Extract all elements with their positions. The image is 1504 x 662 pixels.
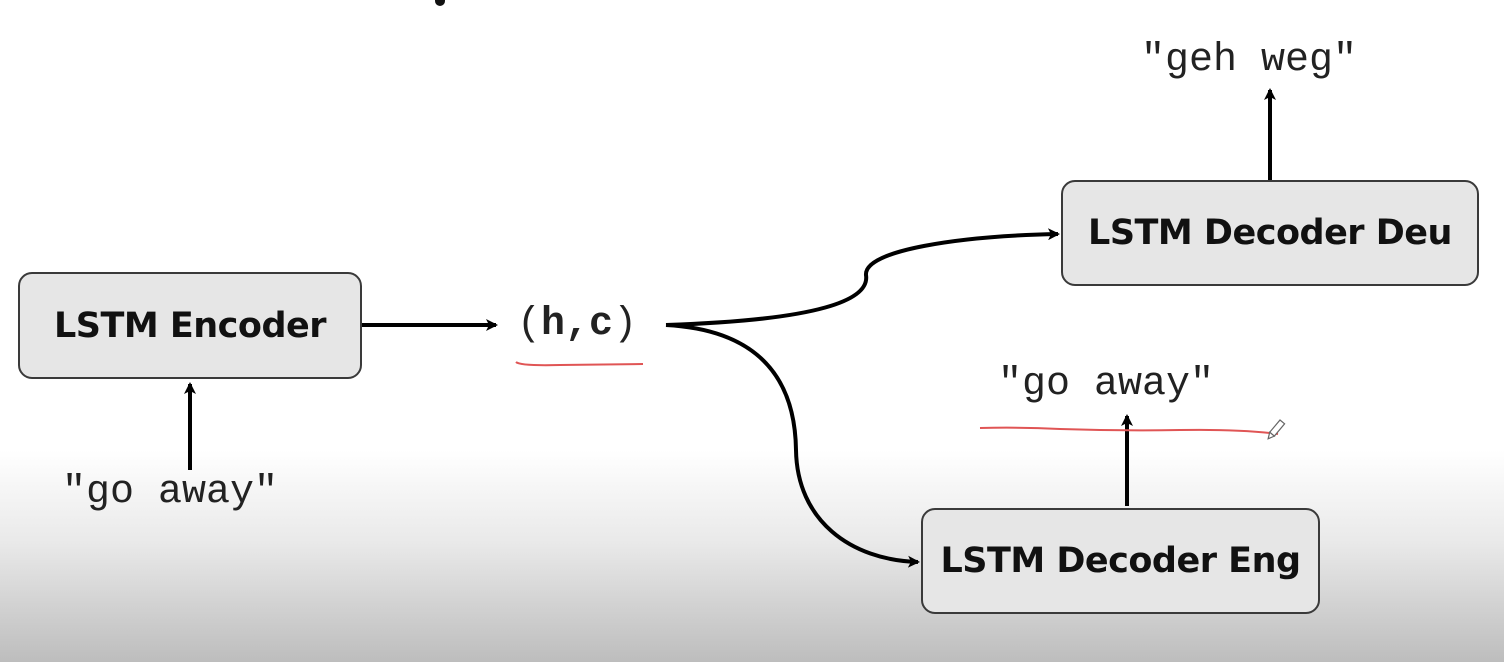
state-comma: , xyxy=(565,302,590,347)
arrow-state-to-decoder-eng xyxy=(665,323,920,568)
state-c: c xyxy=(589,302,614,347)
hidden-cell-state: (h,c) xyxy=(517,302,637,347)
state-open-paren: ( xyxy=(517,302,542,347)
lstm-encoder-label: LSTM Encoder xyxy=(53,305,327,346)
lstm-decoder-eng-label: LSTM Decoder Eng xyxy=(940,541,1301,581)
state-h: h xyxy=(541,302,566,347)
lstm-encoder-box: LSTM Encoder xyxy=(18,272,362,379)
lstm-decoder-eng-box: LSTM Decoder Eng xyxy=(921,508,1320,614)
decoder-eng-output-text: "go away" xyxy=(998,362,1215,407)
state-close-paren: ) xyxy=(613,302,638,347)
encoder-input-text: "go away" xyxy=(62,470,279,515)
red-underline-eng-output xyxy=(979,426,1279,435)
title-dot-fragment xyxy=(435,0,445,6)
red-underline-state xyxy=(515,361,644,367)
arrow-state-to-decoder-deu xyxy=(665,228,1060,327)
decoder-deu-output-text: "geh weg" xyxy=(1141,38,1358,83)
pen-cursor-icon xyxy=(1267,419,1286,440)
lstm-decoder-deu-label: LSTM Decoder Deu xyxy=(1088,213,1452,253)
lstm-decoder-deu-box: LSTM Decoder Deu xyxy=(1061,180,1479,286)
